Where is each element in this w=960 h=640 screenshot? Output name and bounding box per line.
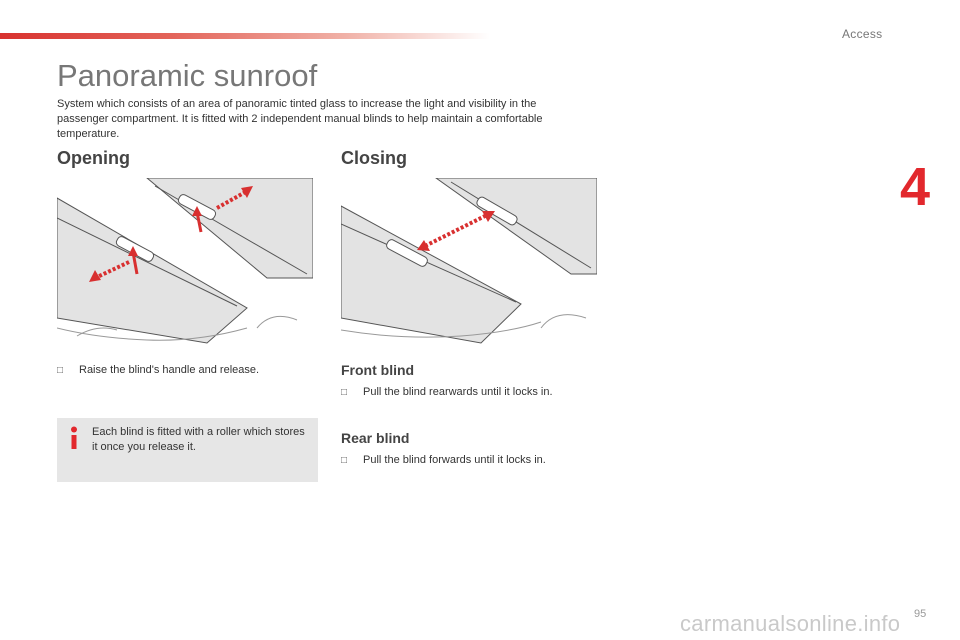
info-icon	[71, 426, 77, 449]
opening-bullet: □Raise the blind's handle and release.	[57, 364, 260, 376]
header-accent-bar	[0, 33, 490, 39]
opening-heading: Opening	[57, 148, 130, 168]
info-box: Each blind is fitted with a roller which…	[57, 418, 318, 482]
closing-illustration	[341, 178, 597, 348]
sunroof-opening-drawing	[57, 178, 313, 348]
closing-heading: Closing	[341, 148, 407, 168]
intro-paragraph: System which consists of an area of pano…	[57, 98, 543, 140]
watermark: carmanualsonline.info	[680, 611, 901, 636]
front-blind-heading: Front blind	[341, 362, 415, 378]
info-text: Each blind is fitted with a roller which…	[92, 426, 305, 453]
sunroof-closing-drawing	[341, 178, 597, 348]
checkbox-bullet-icon: □	[341, 387, 348, 398]
checkbox-bullet-icon: □	[341, 455, 348, 466]
page-title: Panoramic sunroof	[57, 58, 318, 93]
rear-blind-heading: Rear blind	[341, 430, 410, 446]
section-label: Access	[842, 27, 883, 41]
checkbox-bullet-icon: □	[57, 365, 64, 376]
opening-illustration	[57, 178, 313, 348]
page-number: 95	[914, 608, 927, 620]
front-blind-bullet: □Pull the blind rearwards until it locks…	[341, 386, 553, 398]
rear-blind-bullet: □Pull the blind forwards until it locks …	[341, 454, 546, 466]
chapter-number: 4	[900, 157, 931, 217]
